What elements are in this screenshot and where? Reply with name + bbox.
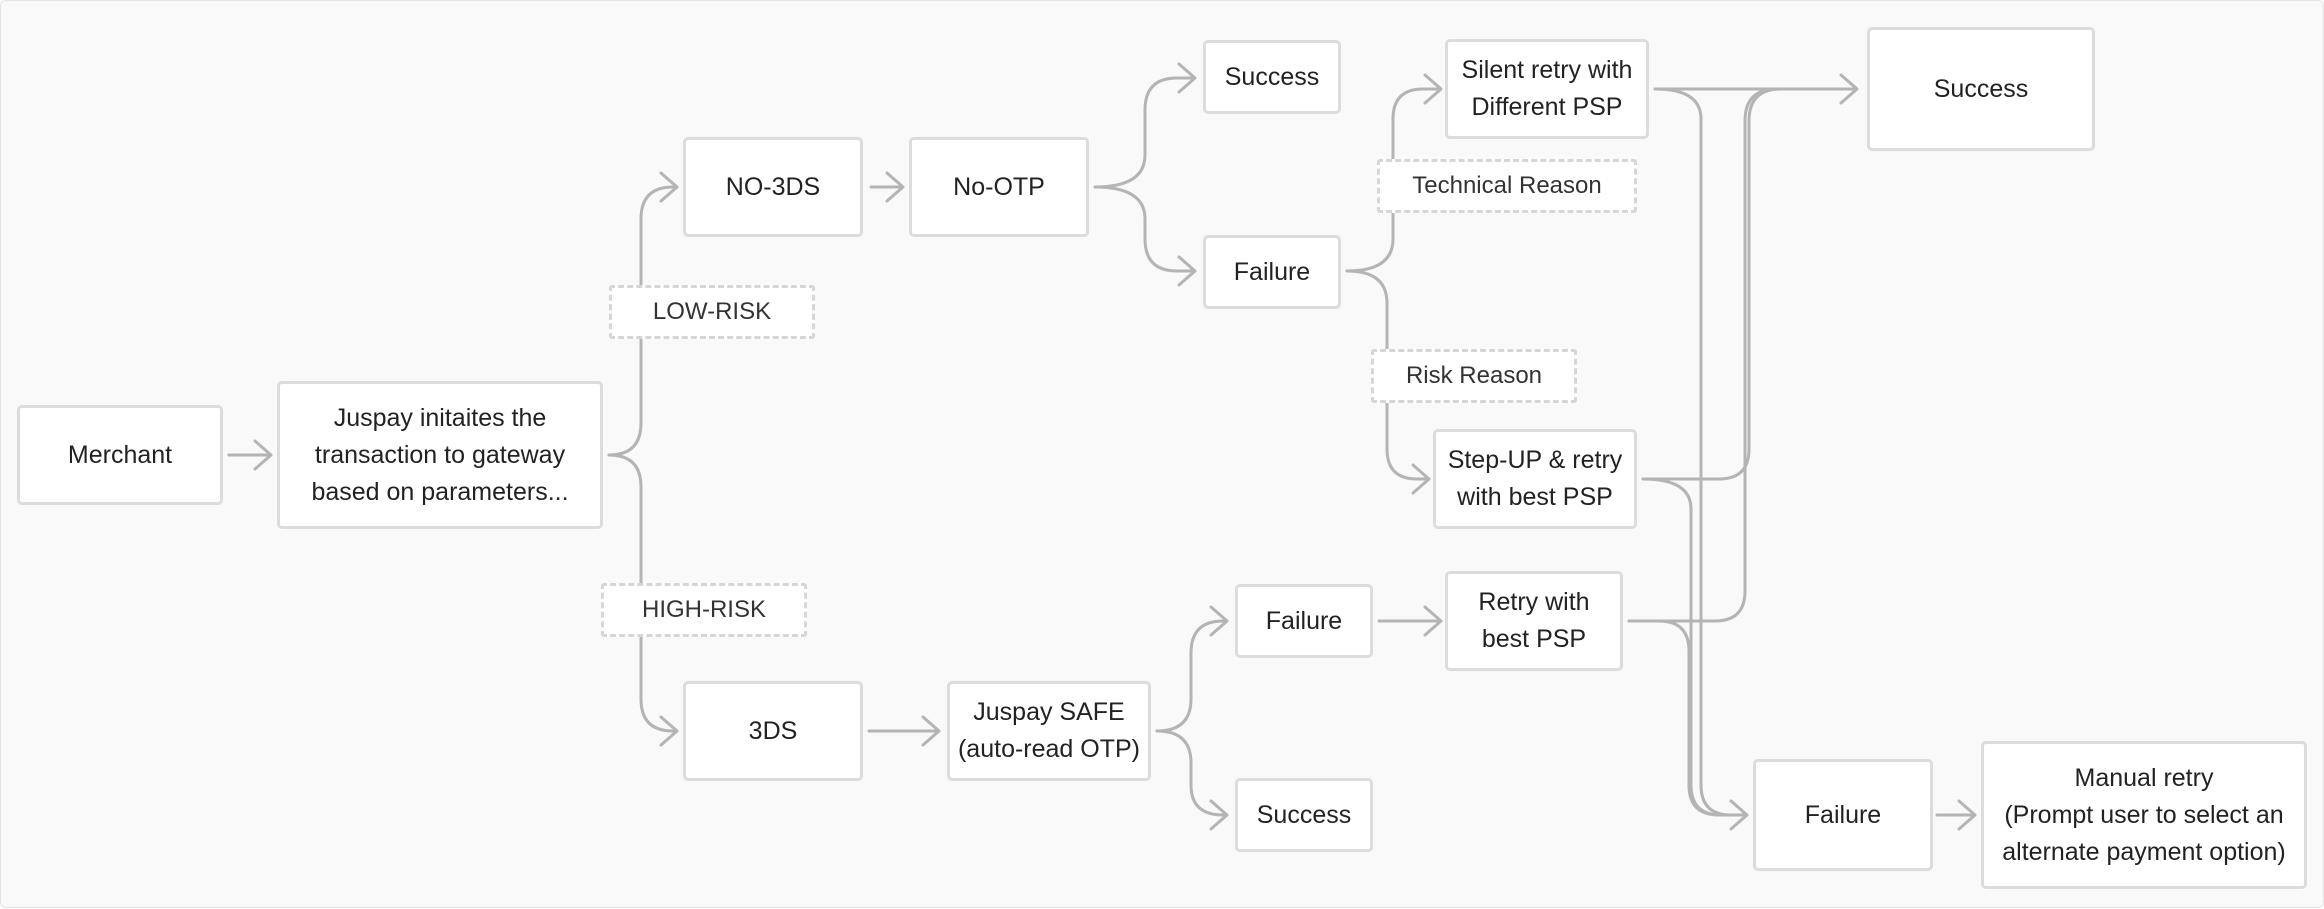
step-up-retry-node: Step-UP & retry with best PSP [1433, 429, 1637, 529]
arrowhead-no3ds [659, 171, 679, 203]
arrowhead-failure-3ds [1209, 605, 1229, 637]
no-otp-node: No-OTP [909, 137, 1089, 237]
risk-reason-label: Risk Reason [1371, 349, 1577, 403]
arrowhead-safe [921, 715, 941, 747]
low-risk-label: LOW-RISK [609, 285, 815, 339]
edge-step-up-to-success [1641, 87, 1857, 481]
retry-best-psp-node: Retry with best PSP [1445, 571, 1623, 671]
no-3ds-node: NO-3DS [683, 137, 863, 237]
arrowhead-success-top [1177, 62, 1197, 94]
edge-retry-to-failure [1627, 619, 1747, 817]
arrowhead-3ds [659, 715, 679, 747]
arrowhead-juspay [253, 439, 273, 471]
edge-nootp-to-success [1093, 76, 1195, 189]
arrowhead-silent-retry [1423, 73, 1443, 105]
three-ds-node: 3DS [683, 681, 863, 781]
edge-juspay-to-no3ds [607, 185, 677, 457]
failure-3ds-node: Failure [1235, 584, 1373, 658]
arrowhead-retry [1423, 605, 1443, 637]
arrowhead-success-3ds [1209, 799, 1229, 831]
edge-juspay-to-3ds [607, 453, 677, 733]
arrowhead-nootp [885, 171, 905, 203]
arrowhead-manual-retry [1957, 799, 1977, 831]
technical-reason-label: Technical Reason [1377, 159, 1637, 213]
edge-step-up-to-failure [1641, 477, 1747, 817]
edge-safe-to-failure [1155, 619, 1227, 733]
high-risk-label: HIGH-RISK [601, 583, 807, 637]
juspay-safe-node: Juspay SAFE (auto-read OTP) [947, 681, 1151, 781]
edge-nootp-to-failure [1093, 185, 1195, 273]
arrowhead-step-up [1411, 463, 1431, 495]
edge-retry-to-success [1627, 87, 1857, 623]
success-top-node: Success [1203, 40, 1341, 114]
silent-retry-node: Silent retry with Different PSP [1445, 39, 1649, 139]
juspay-initiates-node: Juspay initaites the transaction to gate… [277, 381, 603, 529]
arrowhead-success-final [1839, 73, 1859, 105]
arrowhead-failure-top [1177, 255, 1197, 287]
manual-retry-node: Manual retry (Prompt user to select an a… [1981, 741, 2307, 889]
merchant-node: Merchant [17, 405, 223, 505]
arrowhead-failure-final [1729, 799, 1749, 831]
failure-top-node: Failure [1203, 235, 1341, 309]
failure-final-node: Failure [1753, 759, 1933, 871]
success-final-node: Success [1867, 27, 2095, 151]
success-3ds-node: Success [1235, 778, 1373, 852]
edge-silent-retry-to-failure [1653, 87, 1747, 817]
edge-safe-to-success [1155, 729, 1227, 817]
